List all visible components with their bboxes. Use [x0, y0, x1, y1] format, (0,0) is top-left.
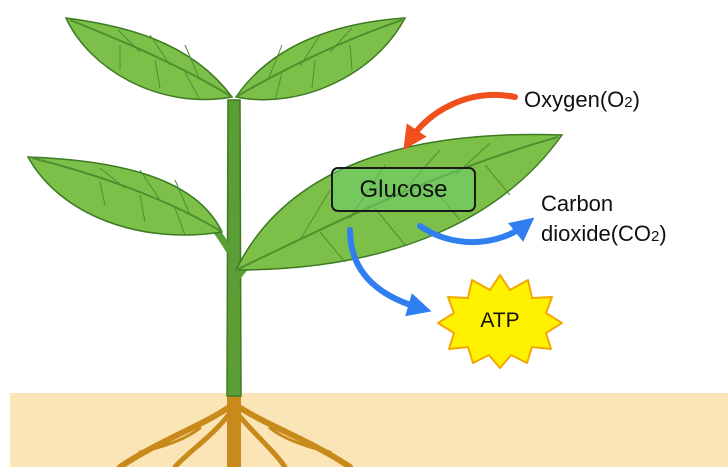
oxygen-label-text: Oxygen(O [524, 87, 625, 112]
leaf-middle-left [26, 156, 224, 236]
oxygen-label-close: ) [632, 87, 640, 112]
glucose-box: Glucose [331, 167, 476, 212]
roots [117, 386, 353, 467]
carbon-dioxide-arrow [417, 217, 535, 246]
carbon-dioxide-label-text: dioxide(CO [541, 221, 652, 246]
oxygen-label: Oxygen(O2) [524, 85, 640, 118]
oxygen-arrow [403, 91, 518, 150]
leaf-top-right [234, 17, 407, 101]
carbon-dioxide-subscript: 2 [651, 228, 660, 245]
atp-star-burst [437, 274, 563, 369]
soil [10, 393, 728, 467]
carbon-dioxide-label-close: ) [659, 221, 667, 246]
oxygen-subscript: 2 [624, 94, 633, 111]
carbon-dioxide-line-1: Carbon [541, 191, 614, 216]
leaf-top-left [64, 17, 234, 101]
carbon-dioxide-label: Carbon dioxide(CO2) [541, 189, 667, 252]
carbon-dioxide-line-2: dioxide(CO2) [541, 219, 667, 252]
atp-arrow [347, 227, 432, 317]
atp-label: ATP [480, 309, 520, 332]
